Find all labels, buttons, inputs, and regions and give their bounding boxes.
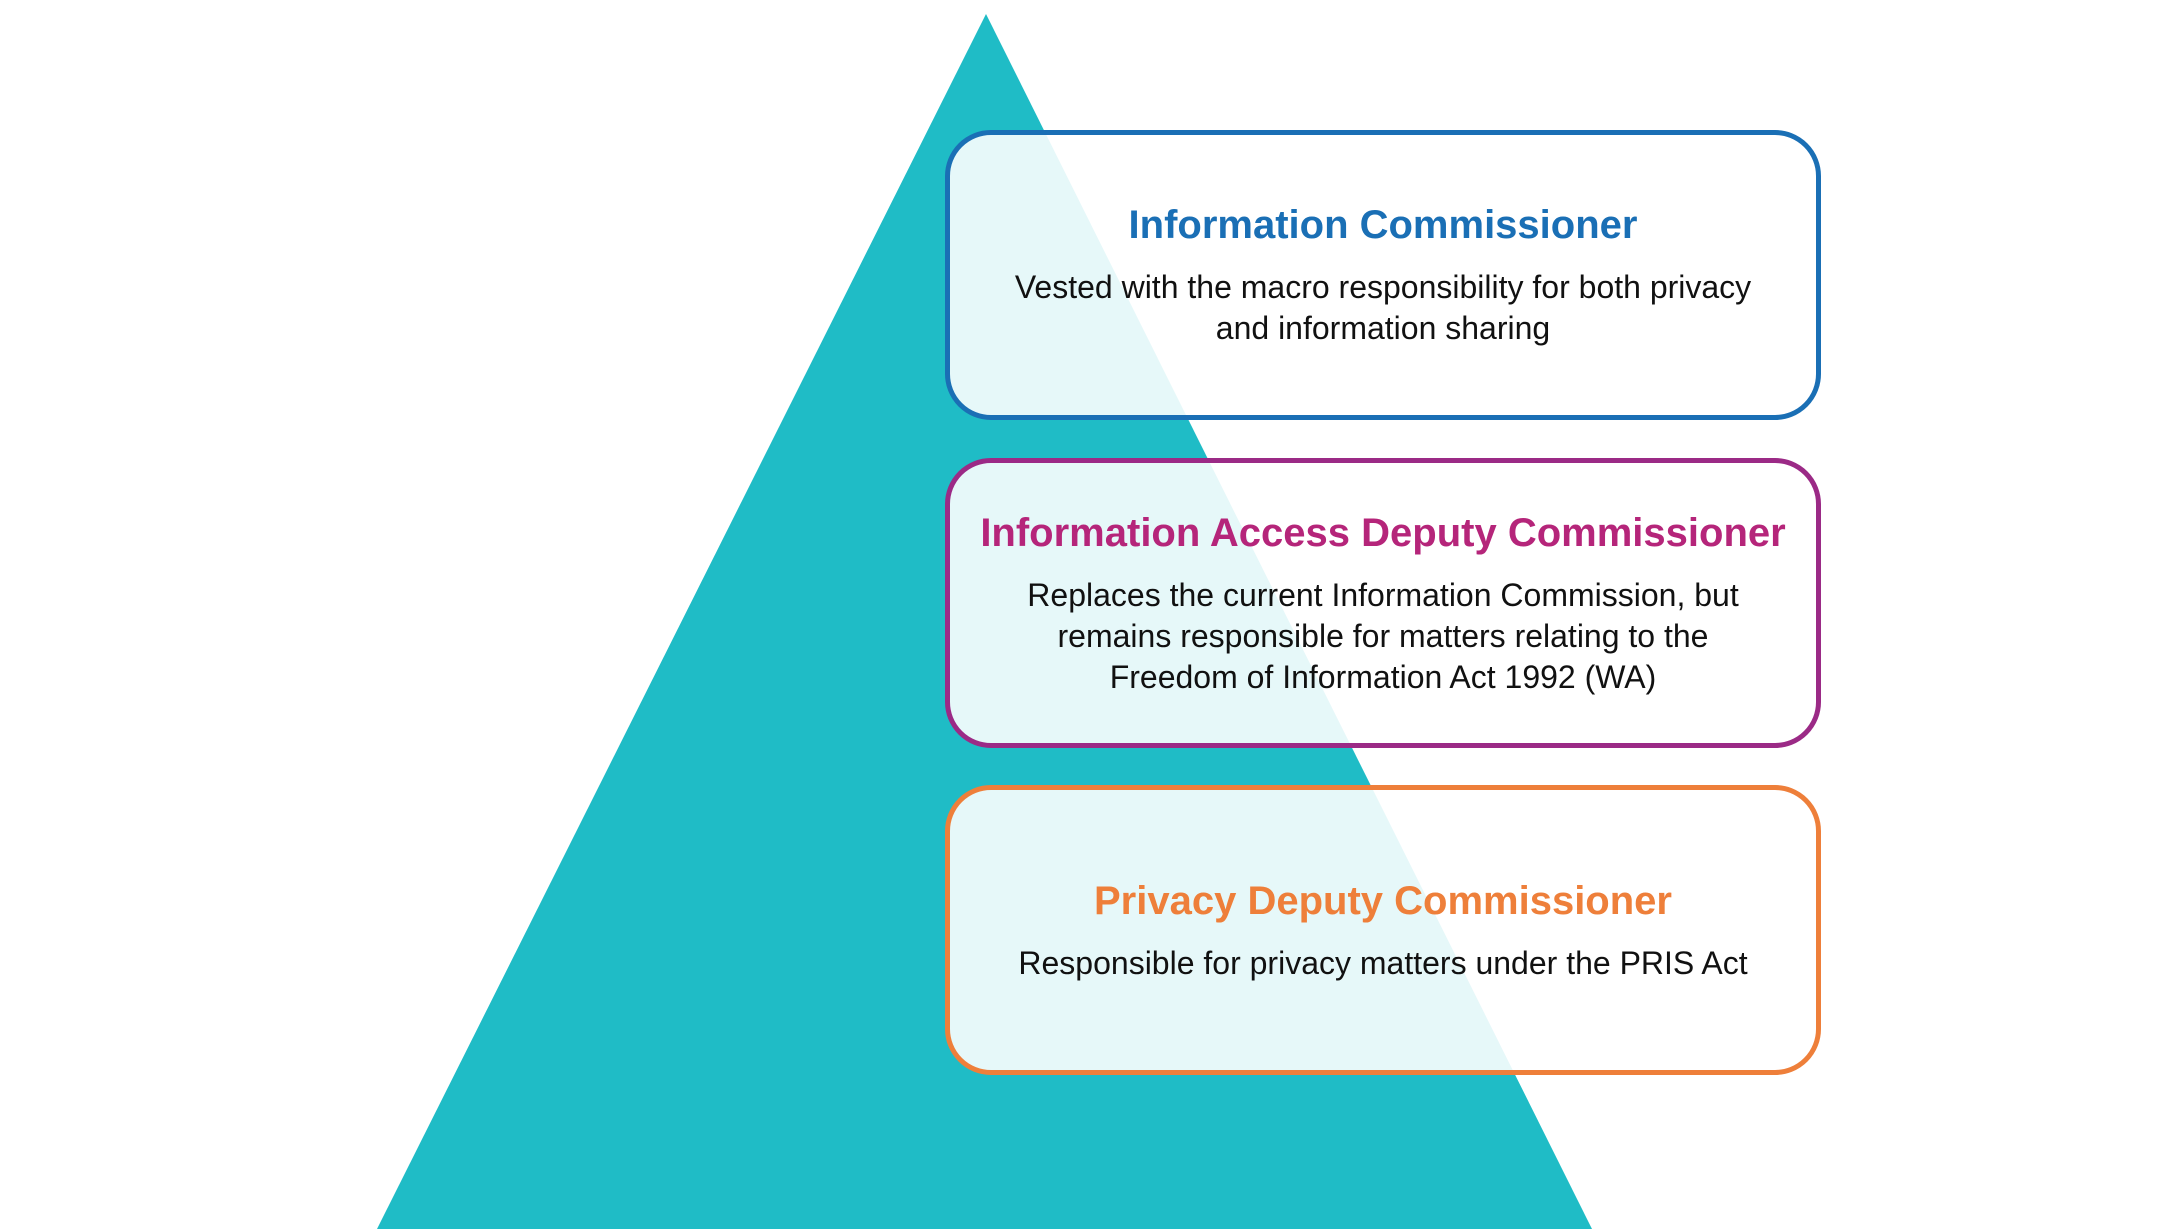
tier-privacy-deputy-commissioner: Privacy Deputy Commissioner Responsible … (945, 785, 1821, 1075)
tier-information-commissioner: Information Commissioner Vested with the… (945, 130, 1821, 420)
tier-information-access-deputy-commissioner: Information Access Deputy Commissioner R… (945, 458, 1821, 748)
tier-description: Vested with the macro responsibility for… (1015, 267, 1751, 349)
tier-description-line: and information sharing (1215, 310, 1551, 346)
tier-description: Responsible for privacy matters under th… (1018, 943, 1747, 984)
tier-title: Information Access Deputy Commissioner (980, 510, 1786, 555)
tier-description-line: Vested with the macro responsibility for… (1014, 269, 1752, 305)
tier-description-line: Responsible for privacy matters under th… (1018, 944, 1748, 981)
tier-description-line: Replaces the current Information Commiss… (1027, 576, 1739, 613)
tier-description-line: remains responsible for matters relating… (1057, 617, 1709, 654)
tier-title: Information Commissioner (1128, 203, 1638, 247)
tier-description: Replaces the current Information Commiss… (1027, 575, 1738, 698)
tier-title: Privacy Deputy Commissioner (1094, 878, 1672, 923)
tier-description-line: Freedom of Information Act 1992 (WA) (1109, 658, 1657, 695)
